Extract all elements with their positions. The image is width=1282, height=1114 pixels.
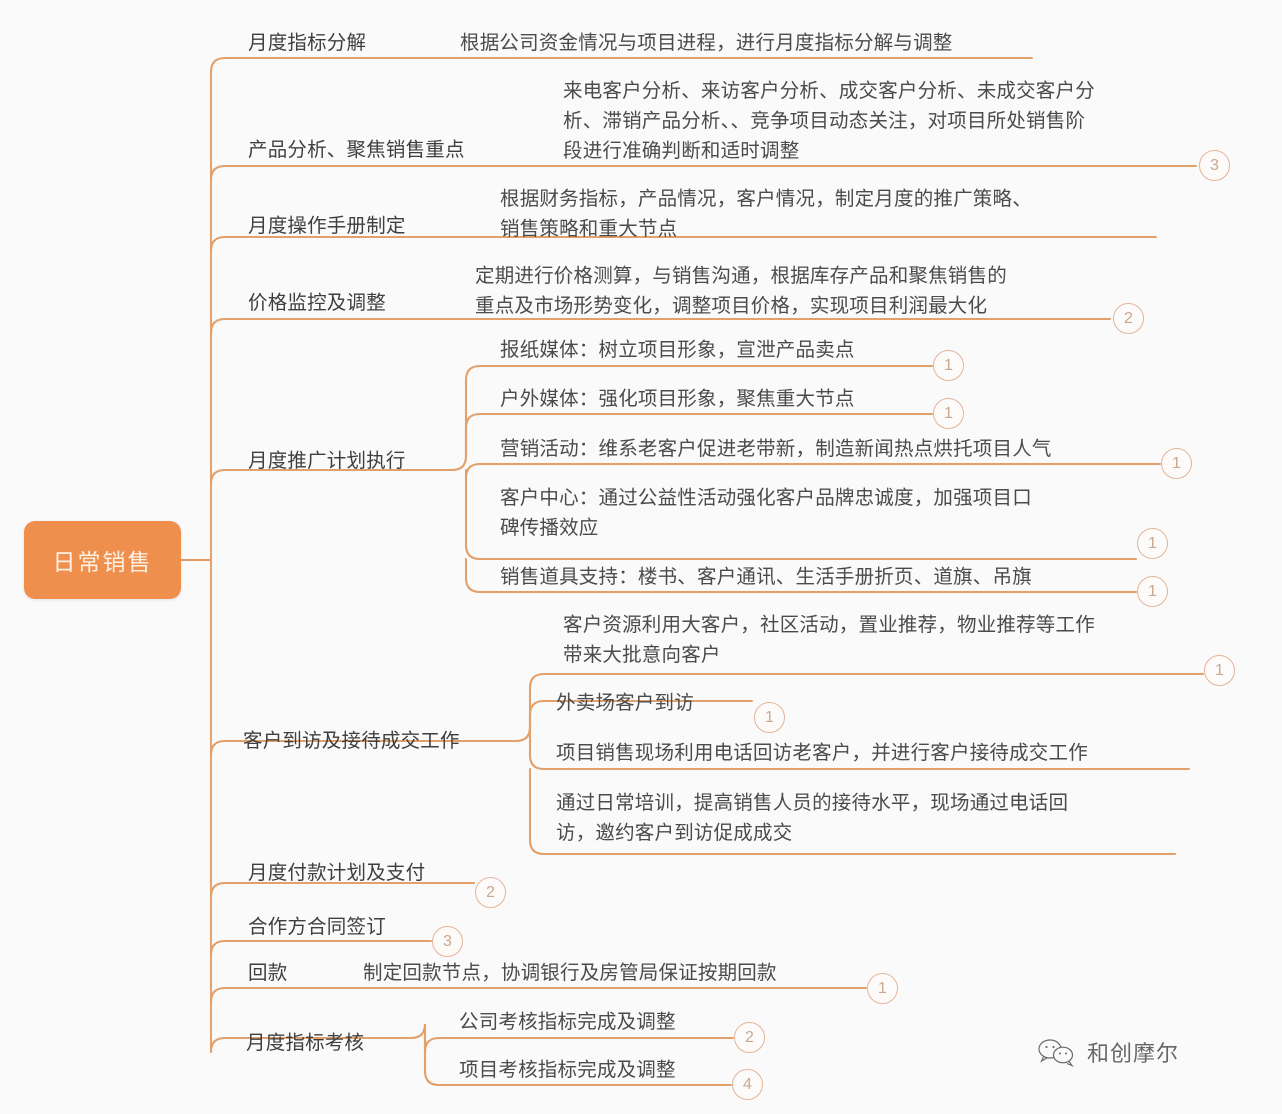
wire-b4 [209,317,1112,335]
detail-collections: 制定回款节点，协调银行及房管局保证按期回款 [363,962,777,984]
item-offsite-visit: 外卖场客户到访 [556,692,694,714]
item-marketing-activity: 营销活动：维系老客户促进老带新，制造新闻热点烘托项目人气 [500,438,1052,460]
wire-b9 [209,986,868,1004]
detail-price-monitoring: 定期进行价格测算，与销售沟通，根据库存产品和聚焦销售的 重点及市场形势变化，调整… [475,265,1007,317]
topic-product-analysis[interactable]: 产品分析、聚焦销售重点 [248,139,465,161]
topic-promotion-plan[interactable]: 月度推广计划执行 [248,450,406,472]
topic-payment-plan[interactable]: 月度付款计划及支付 [248,862,426,884]
detail-product-analysis: 来电客户分析、来访客户分析、成交客户分析、未成交客户分 析、滞销产品分析、、竞争… [563,80,1095,162]
item-customer-resource: 客户资源利用大客户，社区活动，置业推荐，物业推荐等工作 带来大批意向客户 [563,614,1095,666]
item-customer-center: 客户中心：通过公益性活动强化客户品牌忠诚度，加强项目口 碑传播效应 [500,487,1032,539]
wechat-icon [1038,1039,1074,1067]
item-sales-props: 销售道具支持：楼书、客户通讯、生活手册折页、道旗、吊旗 [500,566,1032,588]
wire-b5-item3 [464,462,1162,480]
watermark: 和创摩尔 [1036,1036,1179,1068]
badge-customer-resource[interactable]: 1 [1204,655,1235,686]
watermark-label: 和创摩尔 [1087,1041,1180,1066]
badge-newspaper-media[interactable]: 1 [933,350,964,381]
item-company-kpi: 公司考核指标完成及调整 [459,1011,676,1033]
badge-offsite-visit[interactable]: 1 [754,702,785,733]
item-project-kpi: 项目考核指标完成及调整 [459,1059,676,1081]
badge-sales-props[interactable]: 1 [1137,576,1168,607]
badge-marketing-activity[interactable]: 1 [1161,448,1192,479]
topic-monthly-manual[interactable]: 月度操作手册制定 [248,215,406,237]
badge-collections[interactable]: 1 [867,973,898,1004]
badge-price-monitoring[interactable]: 2 [1113,303,1144,334]
root-label: 日常销售 [52,549,153,575]
topic-monthly-target-breakdown[interactable]: 月度指标分解 [248,32,367,54]
topic-kpi-review[interactable]: 月度指标考核 [246,1032,365,1054]
item-newspaper-media: 报纸媒体：树立项目形象，宣泄产品卖点 [500,339,855,361]
topic-customer-visit[interactable]: 客户到访及接待成交工作 [243,730,460,752]
item-daily-training: 通过日常培训，提高销售人员的接待水平，现场通过电话回 访，邀约客户到访促成成交 [556,792,1069,844]
detail-monthly-target-breakdown: 根据公司资金情况与项目进程，进行月度指标分解与调整 [460,32,953,54]
badge-customer-center[interactable]: 1 [1137,528,1168,559]
badge-company-kpi[interactable]: 2 [734,1022,765,1053]
item-onsite-callback: 项目销售现场利用电话回访老客户，并进行客户接待成交工作 [556,742,1088,764]
badge-payment-plan[interactable]: 2 [475,877,506,908]
topic-price-monitoring[interactable]: 价格监控及调整 [248,292,386,314]
wire-b8 [209,939,433,957]
root-node[interactable]: 日常销售 [24,521,181,599]
wire-b2 [209,164,1198,182]
wire-b1 [209,56,1034,74]
item-outdoor-media: 户外媒体：强化项目形象，聚焦重大节点 [500,388,855,410]
badge-outdoor-media[interactable]: 1 [933,398,964,429]
badge-product-analysis[interactable]: 3 [1199,150,1230,181]
badge-project-kpi[interactable]: 4 [732,1069,763,1100]
badge-partner-contract[interactable]: 3 [432,926,463,957]
topic-collections[interactable]: 回款 [248,962,288,984]
topic-partner-contract[interactable]: 合作方合同签订 [248,916,386,938]
detail-monthly-manual: 根据财务指标，产品情况，客户情况，制定月度的推广策略、 销售策略和重大节点 [500,188,1032,240]
